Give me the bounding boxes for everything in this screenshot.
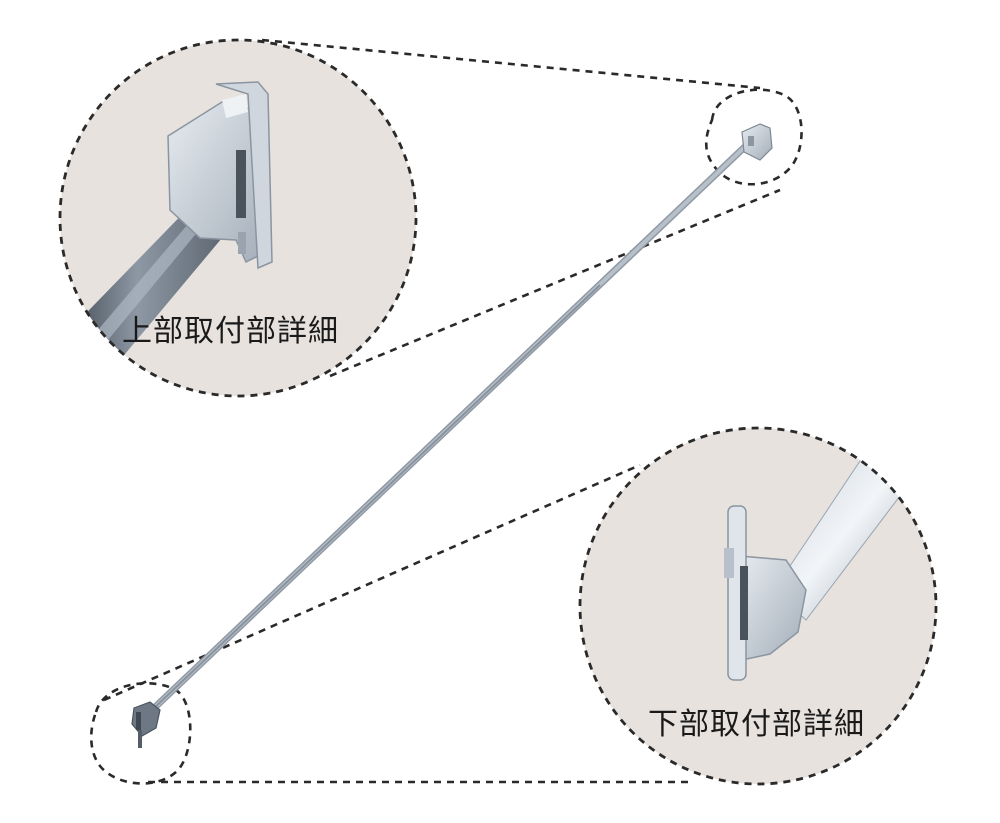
highlight-loop-bottom (89, 682, 192, 785)
connector-top-lower (329, 188, 781, 378)
top-detail-circle (58, 38, 418, 398)
connector-top-upper (261, 38, 761, 90)
bottom-detail-label: 下部取付部詳細 (648, 707, 865, 742)
bottom-small-bracket (131, 701, 161, 748)
top-detail-label: 上部取付部詳細 (122, 314, 339, 349)
connector-bottom-upper (103, 463, 641, 702)
top-small-bracket (741, 123, 773, 161)
highlight-loop-top (704, 88, 803, 186)
connector-lines (103, 38, 781, 784)
diagonal-rod (148, 136, 756, 714)
bottom-detail-circle (578, 426, 938, 786)
